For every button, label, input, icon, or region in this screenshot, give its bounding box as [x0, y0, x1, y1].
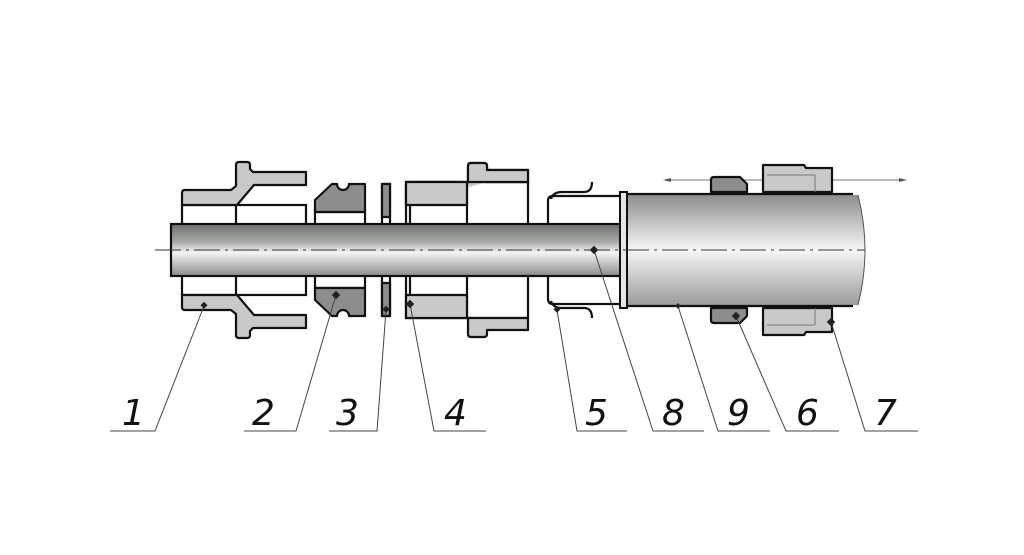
label-3: 3	[336, 393, 359, 434]
part-6-ring	[709, 175, 749, 325]
part-7-nut	[761, 163, 834, 337]
label-2: 2	[252, 393, 275, 434]
label-4: 4	[444, 393, 467, 434]
label-9: 9	[727, 393, 750, 434]
label-7: 7	[874, 393, 897, 434]
label-1: 1	[122, 393, 145, 434]
label-8: 8	[662, 393, 685, 434]
label-5: 5	[585, 393, 608, 434]
label-6: 6	[796, 393, 819, 434]
leader-lines	[110, 245, 918, 432]
